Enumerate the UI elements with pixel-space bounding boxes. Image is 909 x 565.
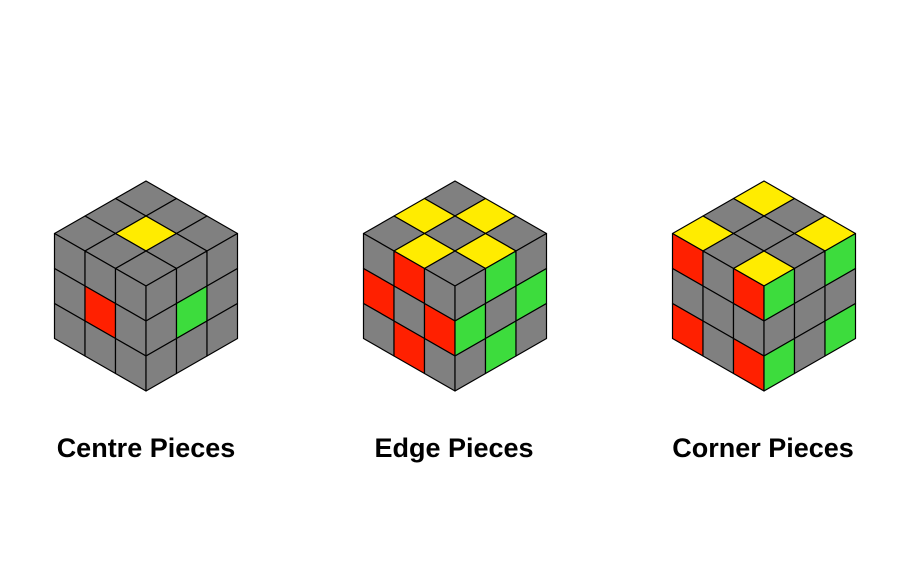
right-sticker-green — [824, 302, 857, 357]
centre-pieces-caption: Centre Pieces — [56, 433, 236, 463]
right-sticker-gray — [206, 302, 239, 357]
centre-pieces-cube — [53, 180, 239, 392]
corner-pieces-caption: Corner Pieces — [672, 433, 854, 463]
corner-pieces-cube — [671, 180, 857, 392]
edge-pieces-caption: Edge Pieces — [374, 433, 534, 463]
right-sticker-gray — [515, 302, 548, 357]
edge-pieces-cube — [362, 180, 548, 392]
